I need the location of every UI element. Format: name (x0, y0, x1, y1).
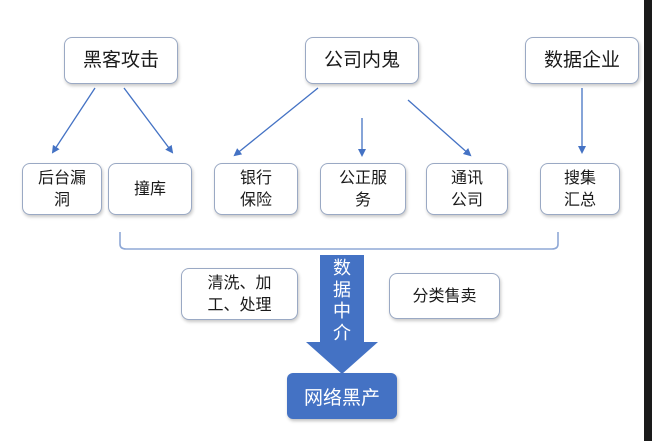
process-clean-process: 清洗、加 工、处理 (181, 268, 298, 320)
channel-credential-stuffing: 撞库 (108, 163, 192, 215)
result-black-industry: 网络黑产 (287, 373, 397, 419)
channel-credential-stuffing-label: 撞库 (133, 179, 166, 199)
process-classify-sell: 分类售卖 (389, 273, 500, 319)
channel-telecom-company: 通讯 公司 (426, 163, 508, 215)
process-classify-sell-label: 分类售卖 (412, 286, 477, 306)
result-black-industry-label: 网络黑产 (303, 386, 380, 409)
channel-bank-insurance: 银行 保险 (214, 163, 298, 215)
data-broker-label: 数 据 中 介 (333, 258, 351, 344)
arrow-insider-telecom (407, 99, 472, 157)
source-hacker-attack: 黑客攻击 (64, 37, 178, 84)
process-clean-process-label: 清洗、加 工、处理 (207, 273, 272, 314)
arrow-hacker-stuffing (123, 87, 174, 154)
channel-backdoor: 后台漏 洞 (22, 163, 102, 215)
channel-collection: 搜集 汇总 (540, 163, 620, 215)
arrow-hacker-backdoor (51, 87, 96, 154)
channel-notary-services: 公正服 务 (320, 163, 406, 215)
channel-telecom-company-label: 通讯 公司 (450, 168, 483, 209)
source-hacker-attack-label: 黑客攻击 (82, 48, 159, 71)
channel-collection-label: 搜集 汇总 (563, 168, 596, 209)
source-company-insider-label: 公司内鬼 (323, 48, 400, 71)
right-edge-bar (644, 0, 652, 441)
data-broker-arrow (306, 255, 378, 374)
source-data-company: 数据企业 (525, 37, 639, 84)
channel-bank-insurance-label: 银行 保险 (239, 168, 272, 209)
source-company-insider: 公司内鬼 (305, 37, 419, 84)
channel-notary-services-label: 公正服 务 (338, 168, 387, 209)
channel-backdoor-label: 后台漏 洞 (37, 168, 86, 209)
source-data-company-label: 数据企业 (543, 48, 620, 71)
arrow-insider-bank (233, 87, 319, 157)
grouping-bracket (119, 232, 559, 250)
